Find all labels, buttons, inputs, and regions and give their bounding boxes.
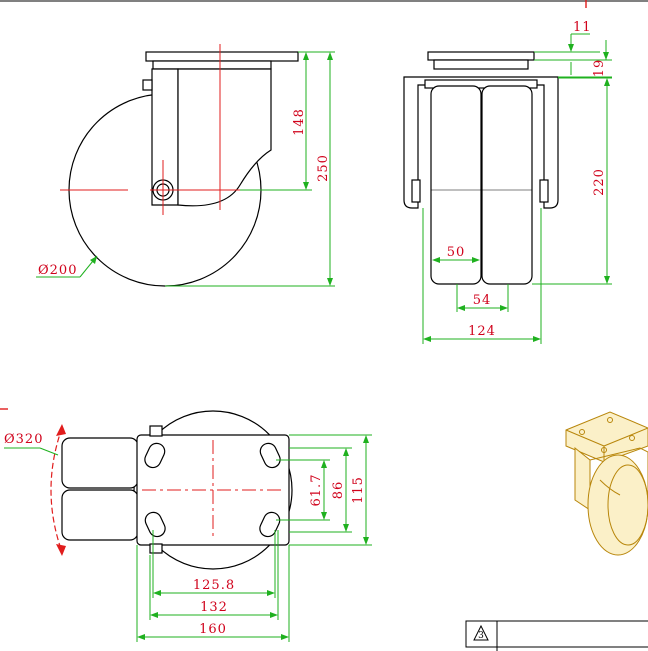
iso-plate-edge2 [603, 427, 648, 447]
iso-view [565, 411, 648, 556]
dim-11: 11 [573, 20, 592, 35]
wheel-front-left [430, 85, 482, 285]
dim-220: 220 [592, 168, 607, 196]
arrow-61-bottom [321, 512, 327, 520]
arrow-125-left [153, 590, 161, 596]
dim-19: 19 [592, 59, 607, 78]
arrow-19 [603, 52, 609, 60]
iso-wheel-detail [599, 479, 621, 496]
swivel-arrow-bottom [56, 544, 66, 556]
iso-plate [565, 411, 648, 463]
fork-top-front [424, 79, 538, 89]
front-view: 11 19 220 50 54 124 [403, 20, 612, 344]
arrow-250-top [327, 52, 333, 60]
arrow-50-left [432, 257, 440, 263]
revision-number: 3 [478, 631, 484, 641]
wheel-top-lower [61, 489, 139, 541]
dim-diameter-200: Ø200 [38, 263, 77, 278]
arrow-132-left [150, 612, 158, 618]
fork-body-side [177, 68, 272, 207]
arrow-160-right [281, 634, 289, 640]
dim-250: 250 [316, 154, 331, 182]
iso-wheel-inner [607, 464, 648, 546]
side-view: 148 250 Ø200 [36, 44, 335, 287]
dim-50: 50 [447, 245, 466, 260]
arrow-86-top [343, 448, 349, 456]
dim-86: 86 [331, 481, 346, 500]
arrow-124-right [533, 336, 541, 342]
swivel-circle [133, 410, 293, 570]
tab-bottom [149, 543, 163, 554]
arrow-148-top [303, 52, 309, 60]
arrow-115-top [363, 435, 369, 443]
iso-hole-3 [601, 447, 607, 453]
top-view: Ø320 61.7 86 115 125.8 13 [0, 408, 372, 642]
arrow-132-right [270, 612, 278, 618]
iso-hole-4 [629, 435, 635, 441]
plate-base-front [433, 59, 529, 70]
arrow-54-left [457, 305, 465, 311]
arrow-250-bottom [327, 278, 333, 286]
title-block-frame [465, 620, 648, 648]
dim-132: 132 [200, 600, 228, 615]
fork-tab-side [142, 79, 153, 91]
slot-hole-tr [259, 442, 281, 469]
mount-plate-side [145, 51, 299, 62]
dim-115: 115 [351, 476, 366, 504]
arrow-125-right [267, 590, 275, 596]
tab-top [149, 425, 163, 437]
axle-end-right [539, 179, 549, 203]
wheel-front-right [481, 85, 533, 285]
arrow-11 [568, 44, 574, 52]
iso-hole-2 [607, 417, 613, 423]
swivel-arrow-top [56, 424, 66, 436]
plate-base-side [152, 60, 272, 70]
arrow-115-bottom [363, 537, 369, 545]
arrow-220-bottom [604, 276, 610, 284]
iso-wheel-outer [587, 454, 648, 556]
arrow-86-bottom [343, 524, 349, 532]
iso-plate-edge [565, 429, 605, 447]
arrow-50-right [472, 257, 480, 263]
arrow-220-top [604, 78, 610, 86]
arrow-54-right [500, 305, 508, 311]
dim-148: 148 [292, 108, 307, 136]
title-block: 3 [465, 620, 648, 651]
dim-diameter-320: Ø320 [4, 432, 43, 447]
dim-54: 54 [473, 293, 492, 308]
iso-fork-top [589, 447, 648, 500]
dim-124: 124 [468, 324, 496, 339]
slot-hole-bl [144, 511, 166, 538]
arrow-148-bottom [303, 182, 309, 190]
wheel-top-upper [61, 437, 139, 489]
arrow-124-left [423, 336, 431, 342]
mount-plate-front [427, 51, 535, 61]
slot-hole-tl [144, 442, 166, 469]
dim-160: 160 [199, 622, 227, 637]
axle-end-left [411, 179, 421, 203]
leader-320 [39, 447, 59, 456]
arrow-61-top [321, 460, 327, 468]
fork-front [403, 76, 559, 209]
arrow-160-left [137, 634, 145, 640]
swivel-arc [50, 427, 63, 553]
dim-125-8: 125.8 [193, 578, 235, 593]
iso-hole-1 [579, 429, 585, 435]
revision-triangle-icon [473, 624, 489, 641]
arrow-200 [90, 256, 97, 264]
dim-61-7: 61.7 [309, 474, 324, 507]
